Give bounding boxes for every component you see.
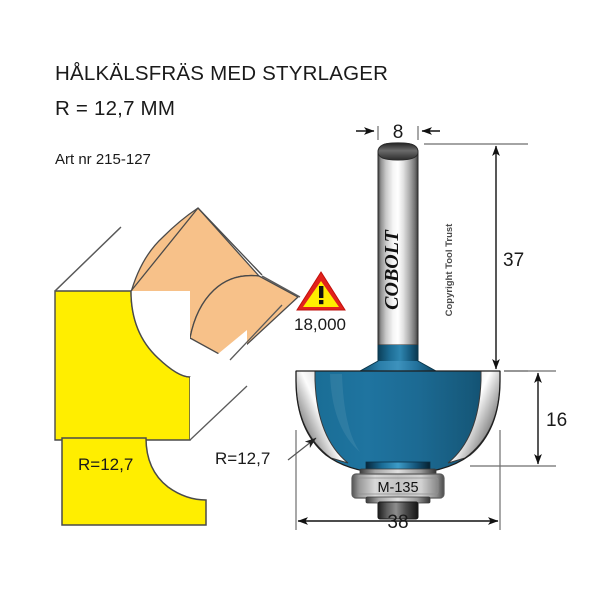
title-line-2: R = 12,7 MM (55, 97, 175, 120)
copyright-label: Copyright Tool Trust (444, 223, 455, 317)
title-line-1: HÅLKÄLSFRÄS MED STYRLAGER (55, 62, 388, 85)
max-rpm-label: 18,000 (294, 315, 346, 334)
bit-shank: COBOLT (377, 142, 419, 346)
article-number: Art nr 215-127 (55, 151, 151, 168)
wood-profile-2d: R=12,7 (61, 437, 207, 526)
warning-triangle-icon (296, 271, 346, 311)
dimension-cutting-height: 16 (470, 370, 567, 467)
bit-bearing-assembly: M-135 (351, 461, 445, 520)
total-length-value: 37 (503, 250, 524, 271)
brand-label: COBOLT (381, 229, 403, 309)
tool-radius-value: R=12,7 (215, 449, 270, 468)
profile-radius-label: R=12,7 (78, 455, 133, 474)
dimension-shank-diameter: 8 (356, 122, 440, 143)
dimension-cutting-diameter: 38 (295, 430, 501, 533)
router-bit-illustration: COBOLT (295, 142, 501, 520)
title-block: HÅLKÄLSFRÄS MED STYRLAGER R = 12,7 MM Ar… (55, 62, 388, 168)
shank-diameter-value: 8 (393, 122, 404, 143)
wood-profile-3d (54, 207, 301, 441)
dimension-annotations: 8 37 16 38 (215, 122, 567, 533)
dimension-tool-radius: R=12,7 (215, 437, 317, 468)
bit-neck (359, 345, 437, 372)
bit-cutter-body (295, 370, 501, 475)
cutting-diameter-value: 38 (387, 512, 408, 533)
bearing-code-label: M-135 (377, 480, 418, 496)
rpm-warning-group: 18,000 (294, 271, 346, 334)
cutting-height-value: 16 (546, 410, 567, 431)
dimension-total-length: 37 (424, 143, 528, 372)
